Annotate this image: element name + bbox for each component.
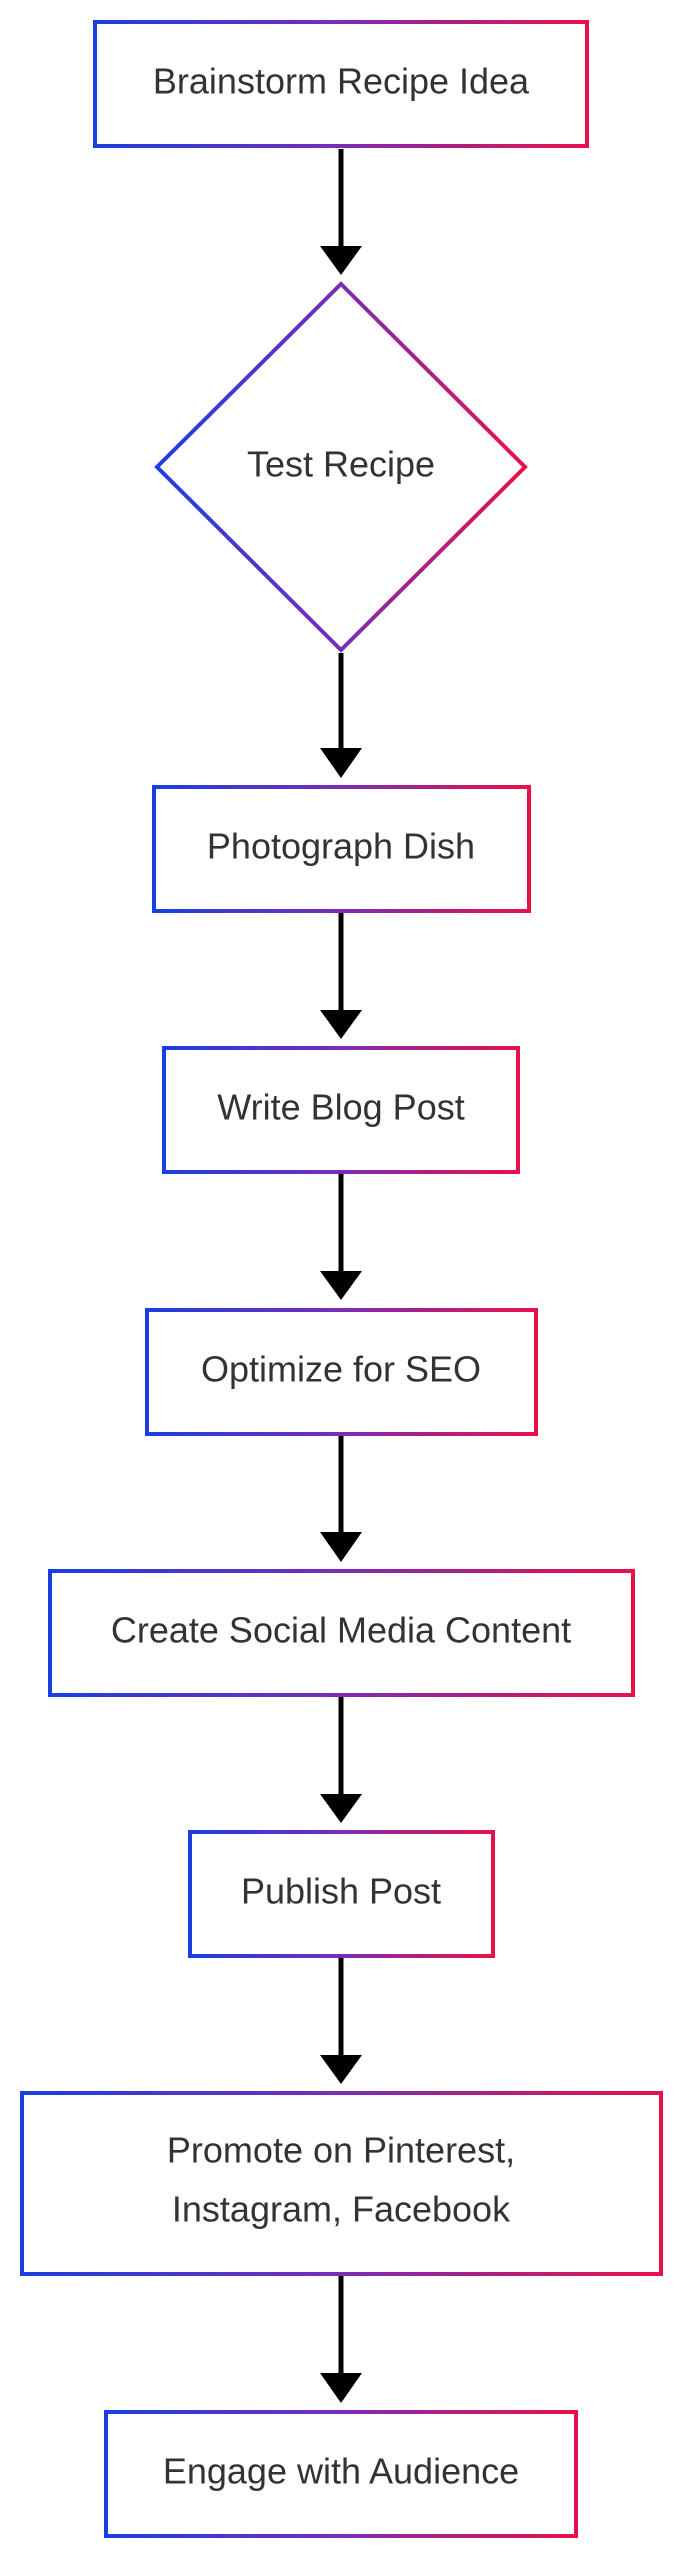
edge-promote-to-engage (320, 2274, 362, 2403)
node-label: Test Recipe (247, 444, 435, 485)
node-label: Create Social Media Content (111, 1610, 571, 1651)
node-write: Write Blog Post (162, 1046, 520, 1174)
node-promote: Promote on Pinterest, Instagram, Faceboo… (20, 2091, 663, 2276)
edge-write-to-seo (320, 1173, 362, 1300)
node-label-line-2: Instagram, Facebook (172, 2189, 511, 2230)
edge-brainstorm-to-test (320, 149, 362, 275)
nodes-layer: Brainstorm Recipe Idea Test Recipe Photo… (20, 20, 663, 2538)
edge-photograph-to-write (320, 912, 362, 1039)
node-brainstorm: Brainstorm Recipe Idea (93, 20, 589, 148)
edges-layer (320, 149, 362, 2403)
node-social: Create Social Media Content (48, 1569, 635, 1697)
node-publish: Publish Post (188, 1830, 495, 1958)
edge-seo-to-social (320, 1434, 362, 1562)
node-label: Brainstorm Recipe Idea (153, 61, 530, 102)
node-seo: Optimize for SEO (145, 1308, 538, 1436)
node-label: Write Blog Post (217, 1087, 464, 1128)
edge-social-to-publish (320, 1696, 362, 1823)
edge-test-to-photograph (320, 653, 362, 778)
node-engage: Engage with Audience (104, 2410, 578, 2538)
edge-publish-to-promote (320, 1957, 362, 2084)
node-label: Photograph Dish (207, 826, 475, 867)
node-label: Optimize for SEO (201, 1349, 481, 1390)
node-label-line-1: Promote on Pinterest, (167, 2130, 515, 2171)
node-label: Engage with Audience (163, 2451, 519, 2492)
node-label: Publish Post (241, 1871, 441, 1912)
node-photograph: Photograph Dish (152, 785, 531, 913)
node-test-decision: Test Recipe (154, 281, 528, 653)
